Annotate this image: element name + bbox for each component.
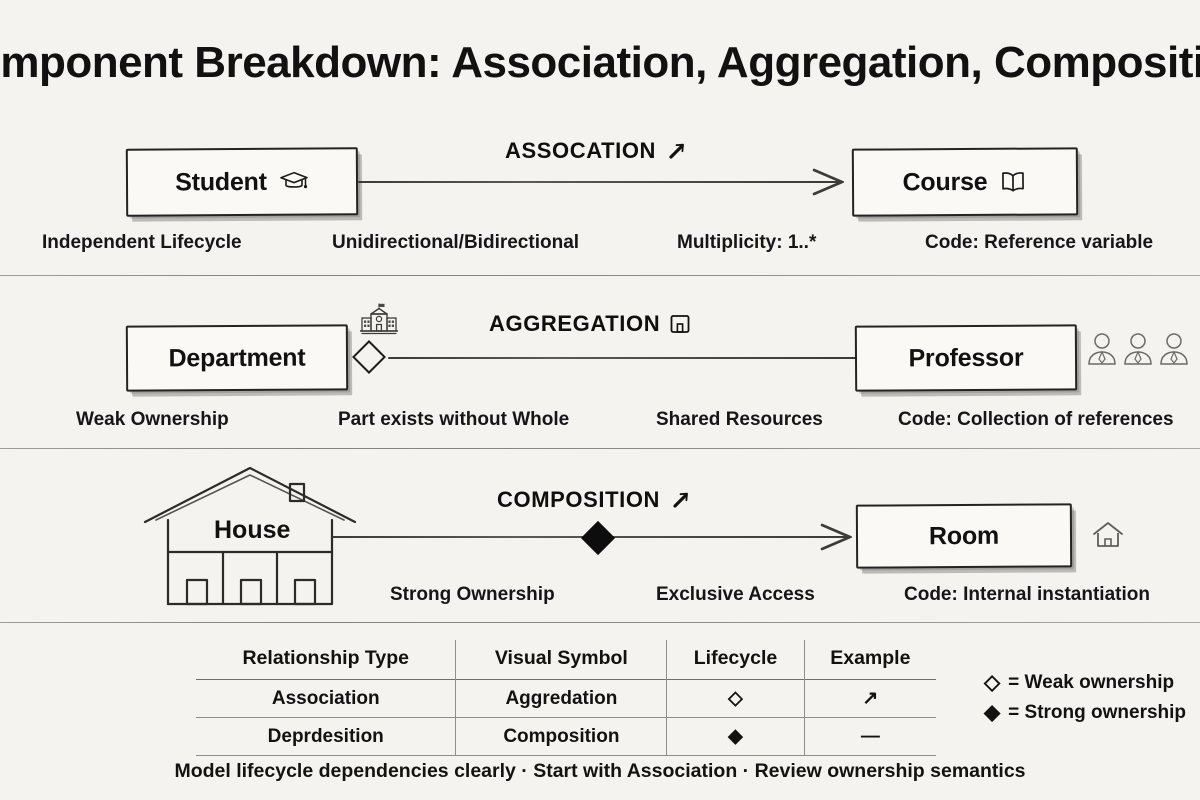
composition-heading-label: COMPOSITION	[497, 487, 661, 512]
table-header-example: Example	[830, 647, 911, 669]
aggregation-caption-4: Code: Collection of references	[898, 409, 1174, 430]
divider-1	[0, 275, 1200, 276]
table-cell-symbol: Composition	[455, 717, 668, 756]
table-cell-lifecycle: ◆	[666, 717, 805, 756]
legend-item-strong-label: = Strong ownership	[1008, 702, 1187, 723]
hollow-diamond-icon: ◇	[984, 671, 1001, 694]
box-professor-label: Professor	[908, 343, 1024, 372]
page-title: Component Breakdown: Association, Aggreg…	[0, 38, 1200, 87]
footer-note: Model lifecycle dependencies clearly · S…	[174, 760, 1026, 782]
legend-item-weak-label: = Weak ownership	[1008, 672, 1175, 693]
box-course-label: Course	[902, 167, 988, 196]
box-student[interactable]: Student	[125, 147, 359, 217]
composition-caption-1: Strong Ownership	[390, 584, 555, 605]
aggregation-caption-2: Part exists without Whole	[338, 409, 570, 430]
composition-caption-2: Exclusive Access	[656, 584, 815, 605]
box-course[interactable]: Course	[851, 147, 1079, 217]
house-outline-icon	[1090, 518, 1126, 557]
box-department[interactable]: Department	[125, 324, 349, 392]
box-house-label: House	[214, 516, 291, 544]
table-cell-example: ↗	[862, 688, 879, 709]
divider-2	[0, 448, 1200, 449]
composition-heading: COMPOSITION	[497, 487, 693, 513]
table-header-visual-symbol: Visual Symbol	[455, 640, 668, 680]
box-room[interactable]: Room	[855, 503, 1073, 569]
association-heading-label: ASSOCATION	[505, 138, 657, 163]
table-cell-lifecycle: ◇	[666, 679, 805, 718]
aggregation-caption-3: Shared Resources	[656, 409, 823, 430]
table-header-lifecycle: Lifecycle	[666, 640, 805, 680]
composition-arrowhead	[818, 521, 858, 558]
house-drawing-icon	[140, 462, 370, 615]
open-book-icon	[999, 169, 1027, 195]
arrow-up-right-icon	[665, 139, 689, 163]
table-header-relationship-type: Relationship Type	[196, 640, 457, 680]
box-department-label: Department	[168, 343, 306, 372]
three-people-icon	[1086, 330, 1190, 375]
building-icon	[669, 313, 691, 335]
legend-item-weak: ◇ = Weak ownership	[984, 668, 1186, 698]
association-heading: ASSOCATION	[505, 138, 689, 164]
composition-caption-3: Code: Internal instantiation	[904, 584, 1150, 605]
arrow-up-right-icon	[669, 488, 693, 512]
association-caption-2: Unidirectional/Bidirectional	[332, 232, 580, 253]
association-arrowhead	[810, 166, 850, 203]
table-cell-example: —	[860, 725, 880, 747]
table-row: Deprdesition Composition ◆ —	[196, 717, 936, 756]
composition-filled-diamond	[581, 521, 615, 555]
table-cell-symbol: Aggredation	[455, 679, 668, 718]
graduation-cap-icon	[279, 169, 309, 195]
school-building-icon	[357, 301, 401, 348]
aggregation-heading: AGGREGATION	[489, 311, 691, 337]
table-header-row: Relationship Type Visual Symbol Lifecycl…	[196, 640, 936, 680]
aggregation-caption-1: Weak Ownership	[76, 409, 229, 430]
association-connector	[358, 181, 844, 184]
box-student-label: Student	[175, 167, 267, 196]
box-room-label: Room	[928, 521, 1000, 550]
aggregation-heading-label: AGGREGATION	[489, 311, 661, 336]
filled-diamond-icon: ◆	[984, 701, 1001, 724]
summary-table: Relationship Type Visual Symbol Lifecycl…	[196, 640, 936, 756]
association-caption-3: Multiplicity: 1..*	[677, 232, 817, 253]
association-caption-4: Code: Reference variable	[925, 232, 1154, 253]
divider-3	[0, 622, 1200, 623]
table-row: Association Aggredation ◇ ↗	[196, 679, 936, 718]
legend: ◇ = Weak ownership ◆ = Strong ownership	[984, 668, 1186, 728]
table-cell-type: Deprdesition	[196, 717, 457, 756]
association-caption-1: Independent Lifecycle	[42, 232, 242, 253]
table-cell-type: Association	[196, 679, 457, 718]
aggregation-connector	[388, 357, 856, 360]
box-professor[interactable]: Professor	[854, 324, 1078, 392]
legend-item-strong: ◆ = Strong ownership	[984, 698, 1186, 728]
